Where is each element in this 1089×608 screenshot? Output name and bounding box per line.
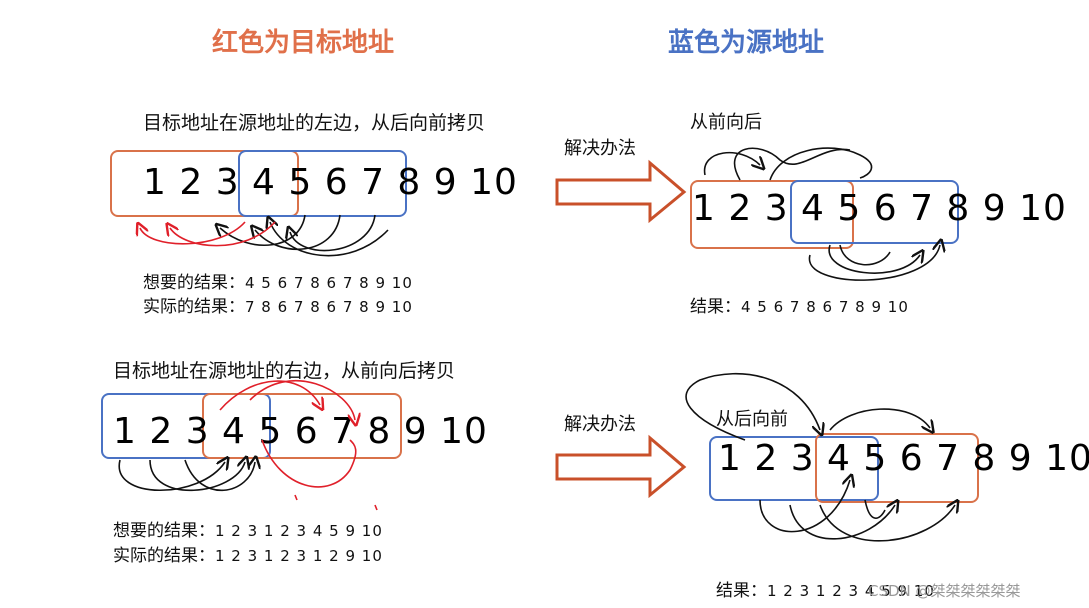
bottom-right-direction: 从后向前 bbox=[716, 409, 788, 430]
top-left-actual-result: 实际的结果：7 8 6 7 8 6 7 8 9 10 bbox=[143, 292, 413, 317]
top-right-destination-box bbox=[690, 180, 854, 249]
bottom-solution-arrow-icon bbox=[555, 434, 687, 499]
wanted-label: 想要的结果： bbox=[113, 521, 215, 541]
result-label: 结果： bbox=[690, 297, 741, 317]
red-title: 红色为目标地址 bbox=[212, 28, 395, 58]
bottom-left-wanted-result: 想要的结果：1 2 3 1 2 3 4 5 9 10 bbox=[113, 516, 383, 541]
bottom-right-result: 结果：1 2 3 1 2 3 4 5 9 10 bbox=[716, 576, 935, 601]
result-value: 4 5 6 7 8 6 7 8 9 10 bbox=[741, 298, 909, 316]
wanted-value: 1 2 3 1 2 3 4 5 9 10 bbox=[215, 522, 383, 540]
top-right-source-box bbox=[790, 180, 959, 244]
result-label: 结果： bbox=[716, 581, 767, 601]
blue-title: 蓝色为源地址 bbox=[668, 28, 825, 58]
watermark: CSDN @桀桀桀桀桀桀 bbox=[868, 582, 1021, 600]
top-solution-arrow-icon bbox=[555, 159, 687, 224]
top-left-source-box bbox=[238, 150, 407, 217]
top-right-direction: 从前向后 bbox=[690, 112, 762, 133]
top-left-wanted-result: 想要的结果：4 5 6 7 8 6 7 8 9 10 bbox=[143, 268, 413, 293]
bottom-left-source-box bbox=[101, 393, 271, 459]
top-left-destination-box bbox=[110, 150, 299, 217]
result-value: 1 2 3 1 2 3 4 5 9 10 bbox=[767, 582, 935, 600]
bottom-left-heading: 目标地址在源地址的右边，从前向后拷贝 bbox=[113, 360, 456, 382]
actual-label: 实际的结果： bbox=[113, 546, 215, 566]
bottom-left-actual-result: 实际的结果：1 2 3 1 2 3 1 2 9 10 bbox=[113, 541, 383, 566]
top-right-result: 结果：4 5 6 7 8 6 7 8 9 10 bbox=[690, 292, 909, 317]
top-left-sequence: 1 2 3 4 5 6 7 8 9 10 bbox=[143, 162, 518, 203]
bottom-right-source-box bbox=[709, 436, 879, 501]
bottom-right-sequence: 1 2 3 4 5 6 7 8 9 10 bbox=[718, 438, 1089, 479]
top-right-sequence: 1 2 3 4 5 6 7 8 9 10 bbox=[692, 188, 1067, 229]
top-solution-label: 解决办法 bbox=[564, 138, 636, 159]
bottom-left-sequence: 1 2 3 4 5 6 7 8 9 10 bbox=[113, 411, 488, 452]
wanted-value: 4 5 6 7 8 6 7 8 9 10 bbox=[245, 274, 413, 292]
actual-value: 1 2 3 1 2 3 1 2 9 10 bbox=[215, 547, 383, 565]
bottom-solution-label: 解决办法 bbox=[564, 414, 636, 435]
actual-label: 实际的结果： bbox=[143, 297, 245, 317]
top-left-heading: 目标地址在源地址的左边，从后向前拷贝 bbox=[143, 112, 486, 134]
wanted-label: 想要的结果： bbox=[143, 273, 245, 293]
actual-value: 7 8 6 7 8 6 7 8 9 10 bbox=[245, 298, 413, 316]
bottom-left-destination-box bbox=[202, 393, 402, 459]
